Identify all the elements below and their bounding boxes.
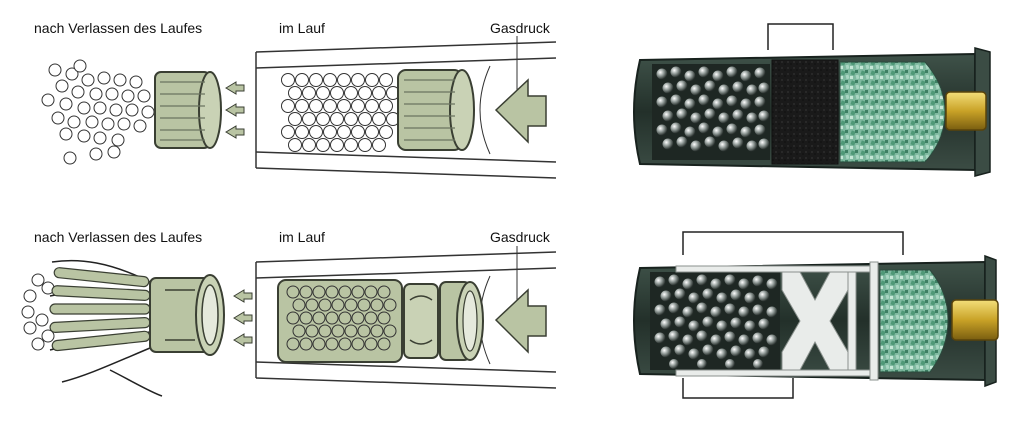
bottom-cartridge-brackets	[682, 231, 904, 399]
top-motion-arrows	[225, 81, 245, 139]
bottom-motion-arrows	[233, 289, 253, 347]
top-barrel	[255, 41, 557, 179]
top-dispersed-shot	[41, 59, 155, 165]
bottom-barrel-shot	[286, 285, 397, 351]
top-cartridge-felt-wad	[771, 59, 839, 165]
bottom-dispersed-cup	[149, 274, 225, 356]
top-dispersed-wad	[154, 71, 222, 149]
bottom-after-barrel-label: nach Verlassen des Laufes	[34, 229, 203, 245]
bottom-cartridge-primer	[951, 299, 999, 341]
top-after-barrel-label: nach Verlassen des Laufes	[34, 20, 203, 36]
bottom-cartridge	[633, 254, 999, 388]
bottom-cartridge-plastic-wad	[675, 261, 879, 381]
top-cartridge-shot	[656, 66, 770, 152]
bottom-gas-arrow	[494, 246, 547, 354]
bottom-barrel-cushion	[403, 281, 484, 361]
top-cartridge-bracket	[767, 23, 834, 50]
bottom-in-barrel-label: im Lauf	[279, 229, 325, 245]
top-cartridge	[633, 47, 991, 177]
bottom-cartridge-shot	[654, 274, 778, 369]
top-in-barrel-label: im Lauf	[279, 20, 325, 36]
bottom-gas-pressure-label: Gasdruck	[490, 229, 550, 245]
bottom-cartridge-powder	[879, 269, 949, 373]
top-cartridge-powder	[839, 61, 946, 163]
top-gas-pressure-label: Gasdruck	[490, 20, 550, 36]
top-gas-arrow	[494, 36, 547, 144]
bottom-barrel	[255, 251, 557, 389]
bottom-dispersed-wad-strips	[49, 267, 151, 352]
top-cartridge-primer	[945, 91, 987, 131]
top-barrel-shot	[281, 73, 400, 152]
bottom-dispersed-shot	[21, 273, 55, 351]
top-barrel-wad	[397, 69, 475, 151]
